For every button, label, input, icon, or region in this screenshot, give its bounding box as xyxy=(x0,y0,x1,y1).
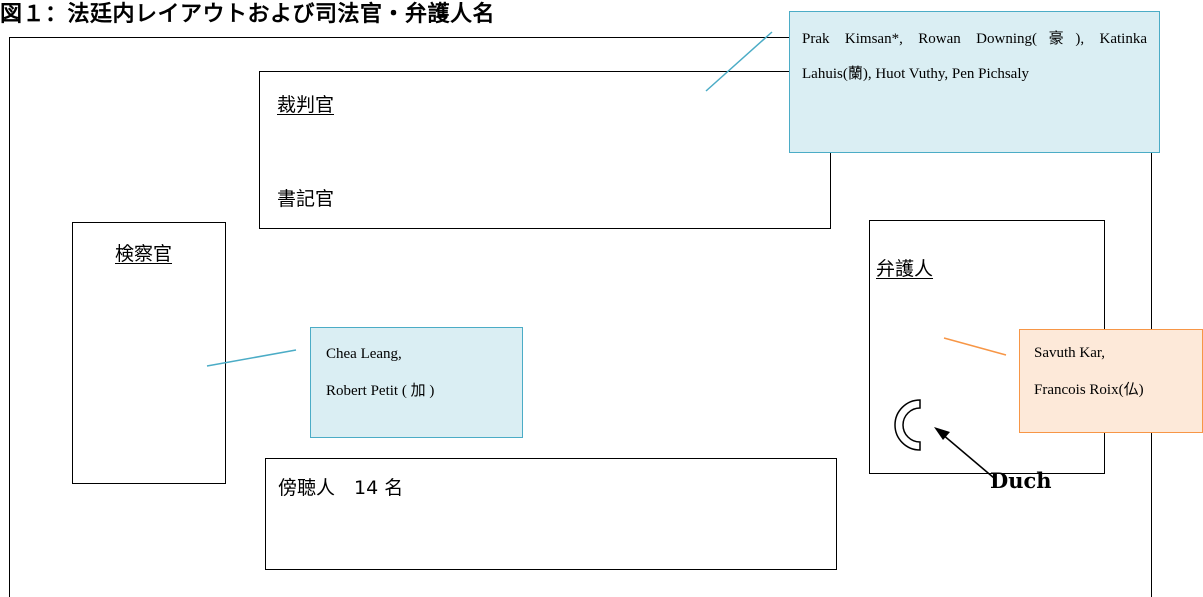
prosecutors-label: 検察官 xyxy=(115,243,173,265)
figure-title: 図１：法廷内レイアウトおよび司法官・弁護人名 xyxy=(0,2,496,27)
judges-names: Prak Kimsan*, Rowan Downing(豪), Katinka … xyxy=(802,31,1147,82)
accused-label: Duch xyxy=(990,468,1052,493)
defense-name-1: Savuth Kar, xyxy=(1034,345,1106,361)
prosecutors-callout: Chea Leang, Robert Petit ( 加 ) xyxy=(310,327,523,438)
defense-label: 弁護人 xyxy=(876,258,934,280)
prosecutors-name-2: Robert Petit ( 加 ) xyxy=(326,383,435,399)
judges-callout: Prak Kimsan*, Rowan Downing(豪), Katinka … xyxy=(789,11,1160,153)
prosecutors-area: 検察官 xyxy=(72,222,226,484)
judges-connector xyxy=(705,31,773,92)
clerk-label: 書記官 xyxy=(277,188,335,210)
judges-label: 裁判官 xyxy=(277,94,335,116)
audience-label: 傍聴人 14 名 xyxy=(278,477,404,499)
connector-lines xyxy=(206,31,1007,479)
judges-bench: 裁判官 書記官 xyxy=(259,71,831,229)
courtroom-outline xyxy=(9,37,1152,597)
defense-callout: Savuth Kar, Francois Roix(仏) xyxy=(1019,329,1203,433)
prosecutors-connector xyxy=(206,349,297,367)
prosecutors-name-1: Chea Leang, xyxy=(326,346,402,362)
defense-name-2: Francois Roix(仏) xyxy=(1034,382,1144,398)
defense-connector xyxy=(943,337,1007,356)
arrow-icon xyxy=(934,427,995,479)
semicircle-seat-icon xyxy=(894,399,921,451)
audience-area: 傍聴人 14 名 xyxy=(265,458,837,570)
